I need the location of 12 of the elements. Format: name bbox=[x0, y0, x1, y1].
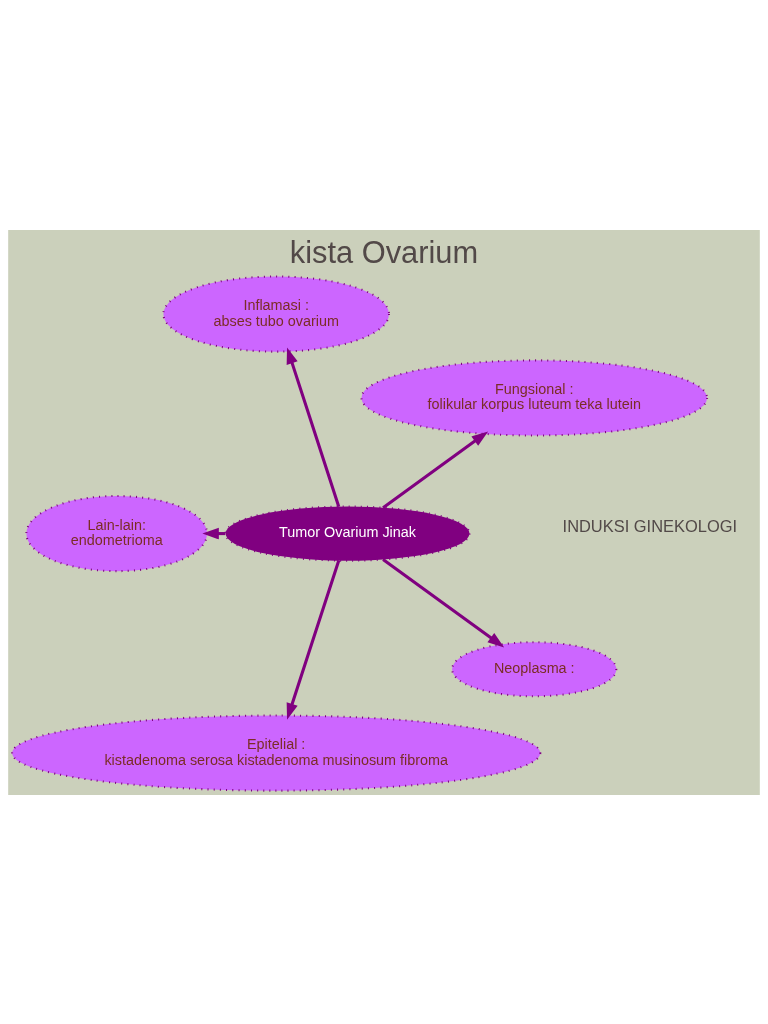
arrow bbox=[286, 346, 341, 507]
node-ellipse: Fungsional : folikular korpus luteum teka lutein bbox=[360, 358, 709, 436]
node-ellipse: Epitelial : kistadenoma serosa kistadenoma musinosum fibroma bbox=[11, 714, 542, 792]
diagram-title: kista Ovarium bbox=[289, 234, 479, 270]
node-ellipse: Lain-lain: endometrioma bbox=[25, 494, 209, 572]
label: INDUKSI GINEKOLOGI bbox=[562, 516, 738, 535]
node-ellipse: Neoplasma : bbox=[451, 640, 618, 697]
node-ellipse: Tumor Ovarium Jinak bbox=[224, 505, 471, 562]
arrow bbox=[382, 557, 505, 647]
arrow bbox=[286, 559, 341, 720]
arrow bbox=[382, 430, 489, 509]
node-ellipse: Inflamasi : abses tubo ovarium bbox=[162, 274, 390, 353]
